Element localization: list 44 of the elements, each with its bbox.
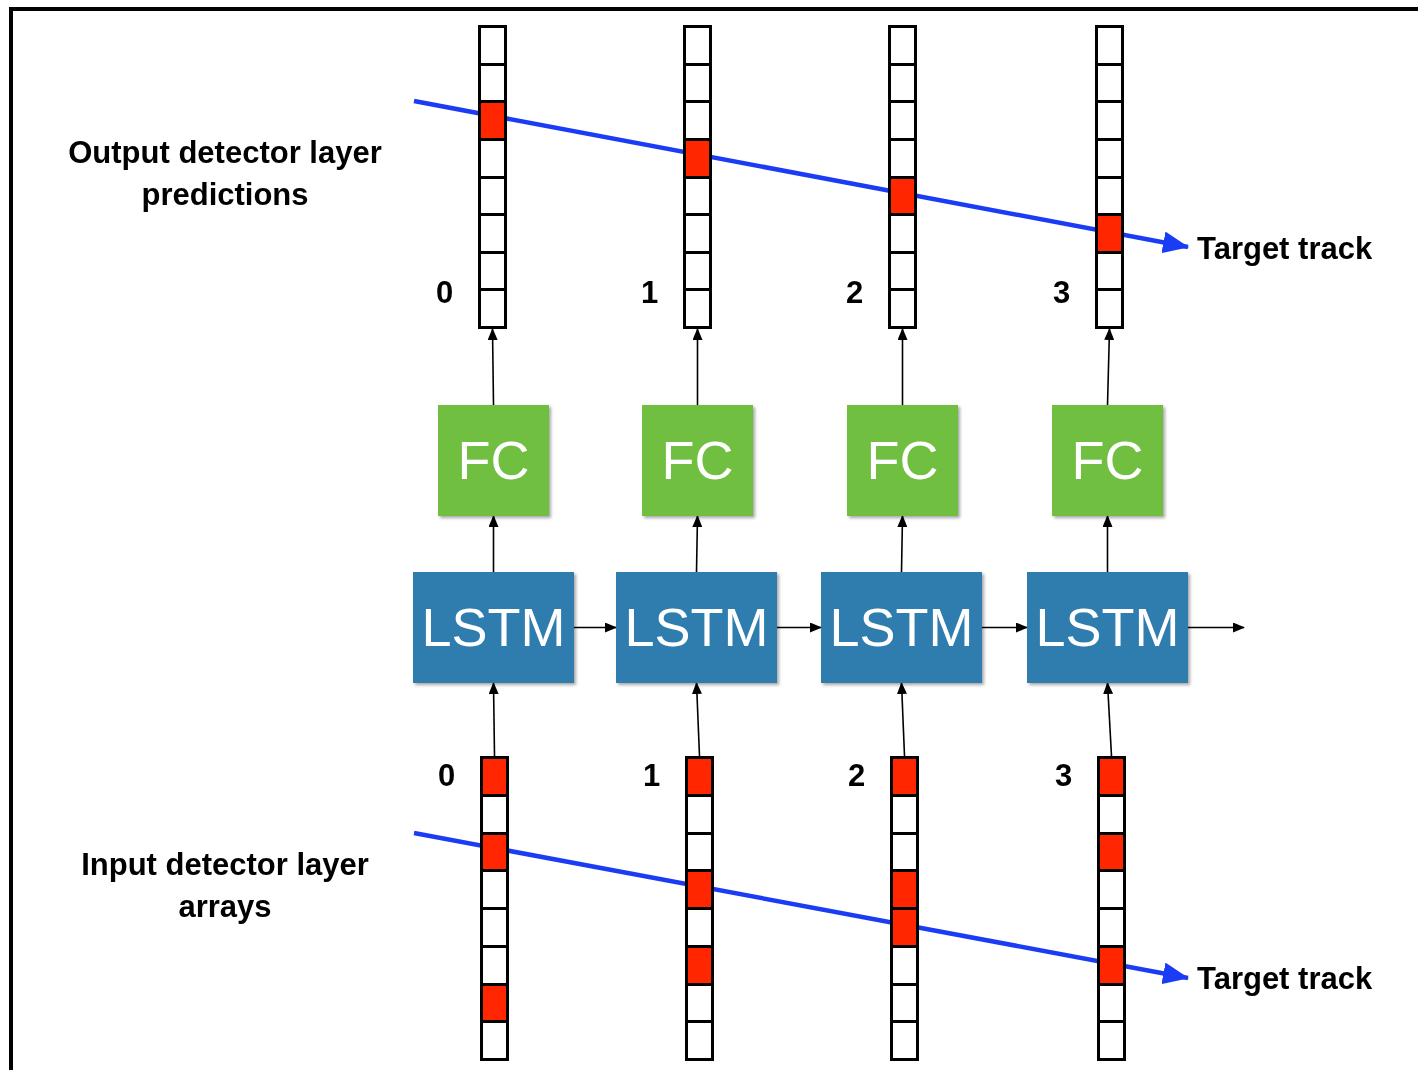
arrow	[1102, 515, 1113, 573]
fc-layer-box: FC	[847, 405, 958, 516]
fc-layer-box: FC	[438, 405, 549, 516]
detector-array	[683, 25, 712, 329]
arrow	[487, 328, 498, 406]
arrow	[776, 622, 822, 633]
time-step-number: 1	[643, 757, 661, 795]
track-label: Target track	[1197, 230, 1373, 268]
detector-array	[478, 25, 507, 329]
time-step-number: 2	[846, 274, 864, 312]
lstm-cell-box: LSTM	[616, 572, 777, 683]
arrow	[896, 682, 907, 757]
arrow	[691, 682, 702, 757]
detector-array	[1097, 756, 1126, 1061]
lstm-cell-box: LSTM	[1027, 572, 1188, 683]
detector-array	[685, 756, 714, 1061]
time-step-number: 0	[436, 274, 454, 312]
arrow	[897, 515, 908, 573]
time-step-number: 2	[848, 757, 866, 795]
detector-array	[480, 756, 509, 1061]
time-step-number: 3	[1053, 274, 1071, 312]
track-label: Target track	[1197, 960, 1373, 998]
arrow	[488, 515, 499, 573]
fc-layer-box: FC	[642, 405, 753, 516]
arrow	[692, 515, 703, 573]
arrow	[1103, 682, 1114, 757]
layer-caption: Input detector layer arrays	[36, 840, 414, 932]
time-step-number: 3	[1055, 757, 1073, 795]
layer-caption: Output detector layer predictions	[36, 128, 414, 220]
arrow	[692, 328, 703, 406]
detector-array	[888, 25, 917, 329]
arrow	[1104, 328, 1115, 406]
detector-array	[890, 756, 919, 1061]
time-step-number: 0	[438, 757, 456, 795]
arrow	[981, 622, 1028, 633]
arrow	[488, 682, 499, 757]
lstm-cell-box: LSTM	[821, 572, 982, 683]
lstm-cell-box: LSTM	[413, 572, 574, 683]
time-step-number: 1	[641, 274, 659, 312]
arrow	[897, 328, 908, 406]
fc-layer-box: FC	[1052, 405, 1163, 516]
arrow	[1187, 622, 1245, 633]
detector-array	[1095, 25, 1124, 329]
arrow	[573, 622, 617, 633]
